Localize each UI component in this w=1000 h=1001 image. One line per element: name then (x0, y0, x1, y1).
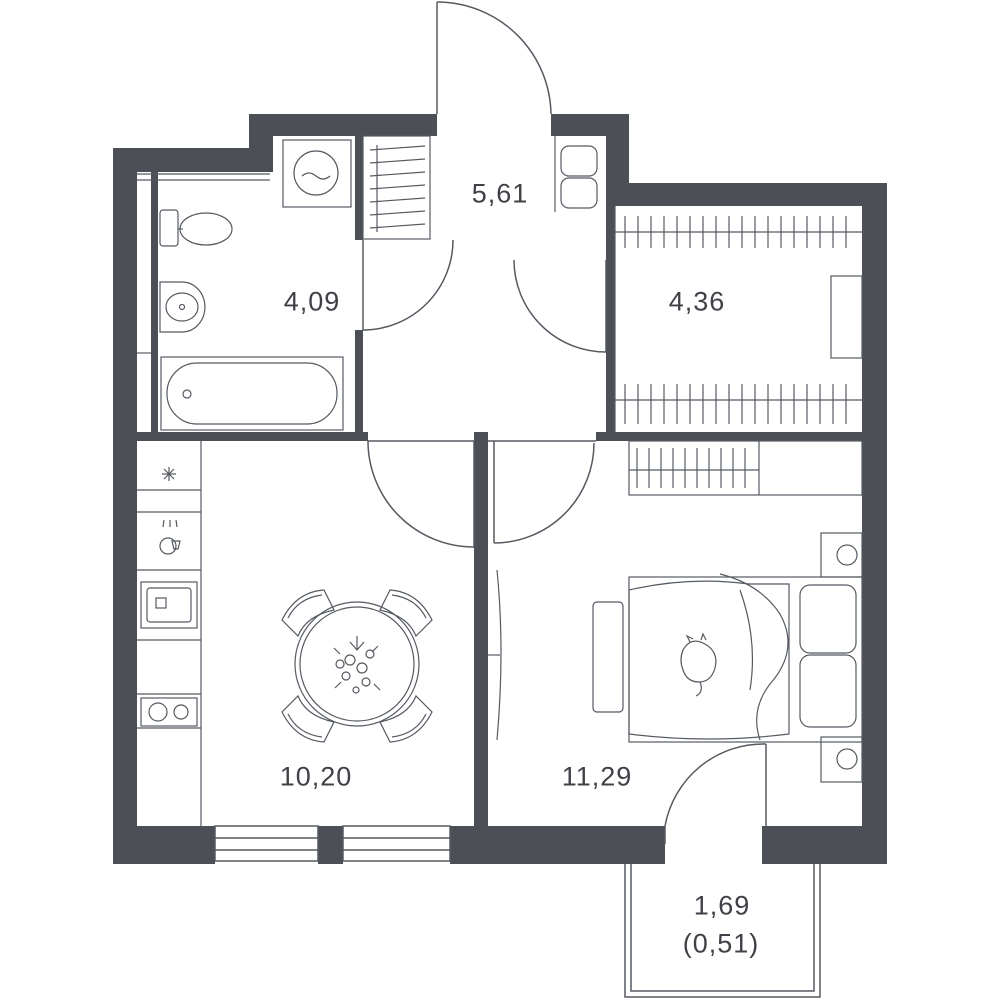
kitchen-area-label: 10,20 (279, 761, 353, 792)
wall-top-mid (249, 114, 437, 136)
wall-right-outer (862, 183, 887, 864)
wall-bath-hall (355, 136, 363, 240)
wardrobe-area-label: 4,36 (668, 286, 726, 317)
wall-bath-left-inner (151, 172, 158, 440)
wall-bottom-left (113, 826, 215, 864)
door-balcony (664, 743, 767, 844)
wall-left-outer (113, 148, 137, 864)
cat-icon (680, 632, 717, 697)
wall-hall-bedroom (596, 432, 862, 441)
wall-bottom-mid (450, 826, 665, 864)
door-bedroom (488, 440, 596, 544)
chair-icon (281, 694, 335, 743)
bedroom-wardrobe (628, 440, 863, 496)
chair-icon (281, 589, 335, 638)
walls (113, 114, 887, 864)
kitchen-sink-icon (140, 581, 198, 629)
washing-machine-icon (282, 139, 352, 208)
dishwasher-icon (159, 519, 181, 555)
flower-bouquet (333, 636, 381, 694)
wall-bottom-mid-pier (318, 826, 343, 864)
wall-kitchen-bedroom (474, 432, 488, 828)
kitchen-counter (137, 441, 202, 826)
wall-bath-hall-lower (355, 330, 363, 438)
window-kitchen-2 (342, 825, 451, 862)
shoe-cabinet-icon (362, 135, 431, 240)
wall-bath-kitchen (135, 432, 368, 441)
clothes-rail-icon (614, 206, 863, 432)
bathroom-area-label: 4,09 (283, 286, 341, 317)
wall-top-left (113, 148, 253, 172)
wall-top-right (606, 183, 887, 206)
fridge-icon (162, 467, 176, 481)
stove-icon (140, 697, 198, 727)
balcony-area-label: 1,69 (693, 890, 751, 921)
door-kitchen (367, 440, 475, 548)
wall-hall-wardrobe (606, 206, 615, 438)
chair-icon (379, 589, 433, 638)
pillow-icon (799, 654, 857, 728)
bench-icon (554, 136, 598, 212)
bench-icon (592, 601, 624, 713)
door-wardrobe (513, 259, 607, 353)
pillow-icon (799, 584, 857, 654)
nightstand-icon (820, 532, 863, 578)
mirror-icon (488, 569, 502, 741)
toilet-icon (159, 209, 233, 247)
dining-table-icon (294, 601, 420, 727)
door-entrance (436, 1, 552, 115)
bed-icon (628, 573, 863, 743)
balcony-reduced-area-label: (0,51) (682, 928, 760, 959)
window-kitchen (214, 825, 319, 862)
wall-bottom-right (762, 826, 887, 864)
bath-ledge (137, 173, 270, 354)
chair-icon (379, 694, 433, 743)
balcony (624, 864, 821, 998)
bedroom-area-label: 11,29 (561, 761, 633, 792)
hallway-area-label: 5,61 (471, 178, 529, 209)
door-bathroom (362, 239, 454, 331)
bathtub-icon (160, 356, 344, 431)
sink-icon (159, 281, 206, 333)
nightstand-icon (820, 736, 863, 783)
